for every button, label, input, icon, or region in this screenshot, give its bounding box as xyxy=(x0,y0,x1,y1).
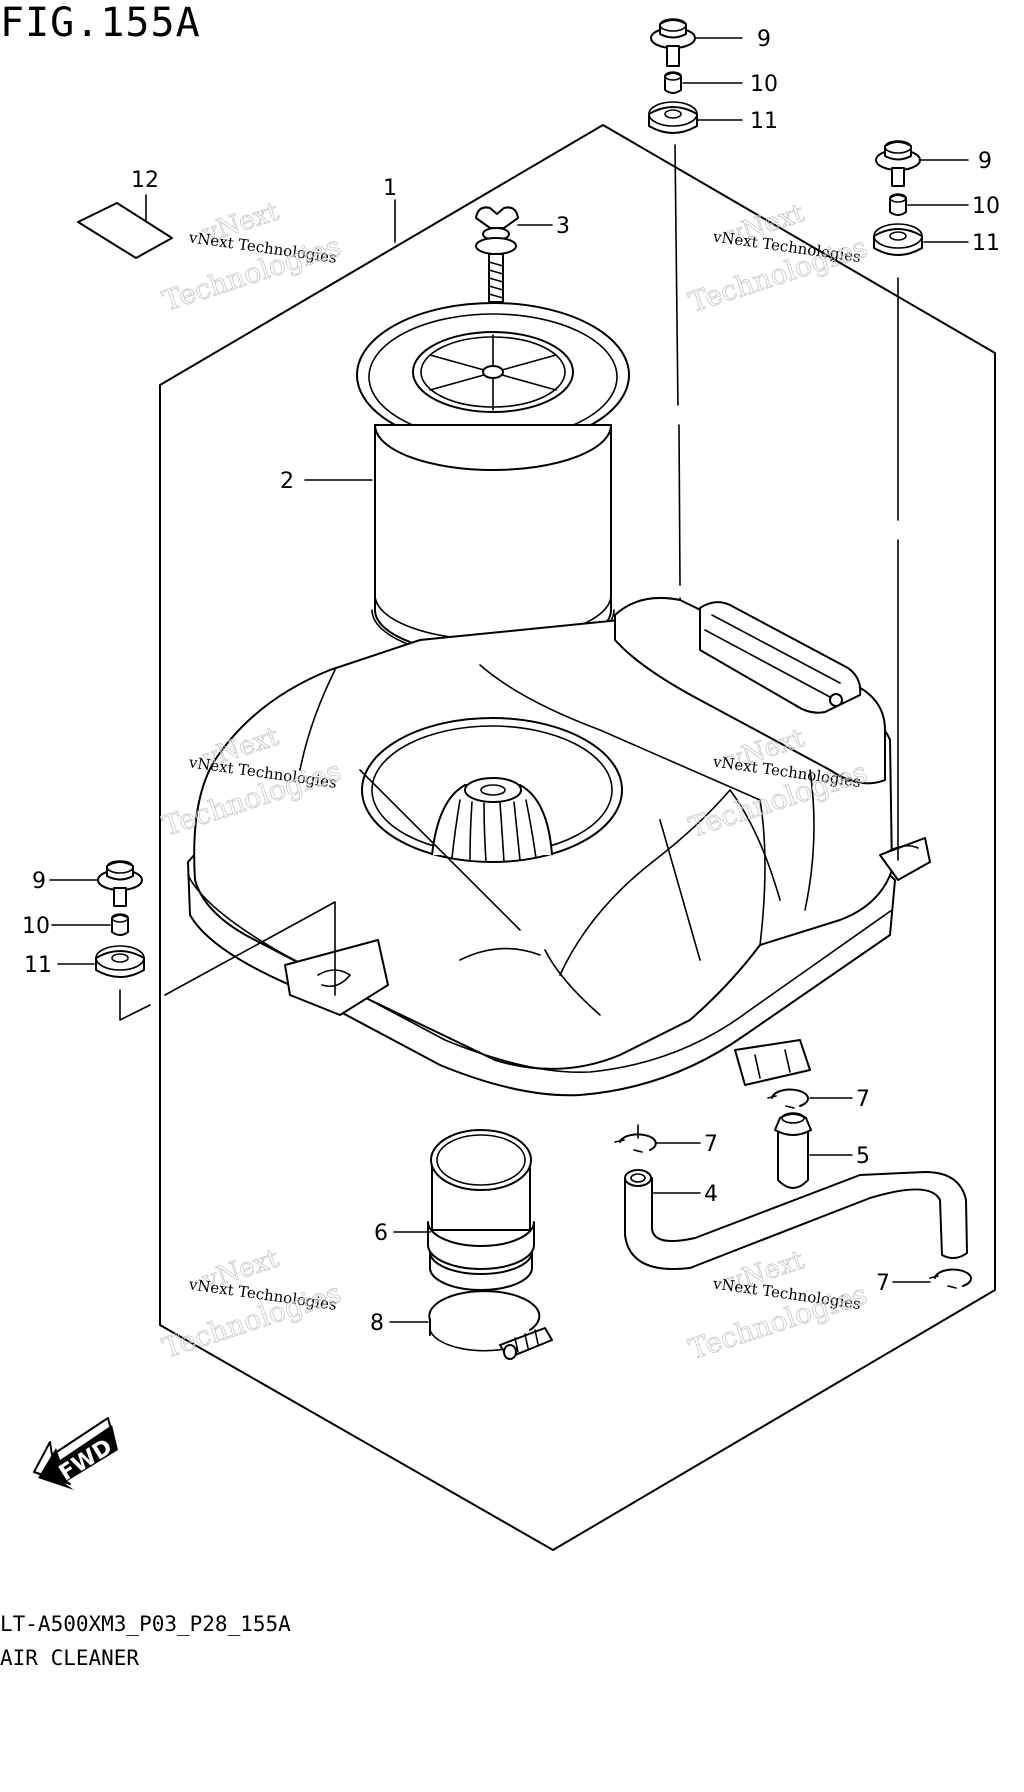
part-9-bolt-top-center xyxy=(650,18,743,67)
part-8-hose-clamp xyxy=(389,1290,553,1360)
callout-10-left: 10 xyxy=(22,914,50,939)
part-10-collar-top-center xyxy=(664,71,743,94)
callout-11-top-center: 11 xyxy=(750,109,778,134)
callout-9-left: 9 xyxy=(32,869,46,894)
part-7-clip-upper xyxy=(767,1088,853,1109)
part-6-intake-boot xyxy=(393,1129,535,1291)
callout-11-left: 11 xyxy=(24,953,52,978)
callout-3: 3 xyxy=(556,214,570,239)
callout-5: 5 xyxy=(856,1144,870,1169)
callout-7-lower: 7 xyxy=(876,1271,890,1296)
diagram-code: LT-A500XM3_P03_P28_155A xyxy=(0,1612,291,1636)
figure-title: FIG.155A xyxy=(0,0,201,46)
callout-9-right: 9 xyxy=(978,149,992,174)
callout-1: 1 xyxy=(383,176,397,201)
callout-7-middle: 7 xyxy=(704,1132,718,1157)
mount-line-top-center xyxy=(674,144,681,601)
part-3-wing-bolt xyxy=(475,206,553,371)
assembly-frame xyxy=(159,124,996,1551)
callout-10-right: 10 xyxy=(972,194,1000,219)
part-4-drain-hose xyxy=(624,1169,968,1270)
part-9-bolt-right xyxy=(875,140,969,187)
callout-2: 2 xyxy=(280,469,294,494)
part-7-clip-lower xyxy=(892,1268,972,1289)
callout-8: 8 xyxy=(370,1311,384,1336)
callout-4: 4 xyxy=(704,1182,718,1207)
part-11-cushion-left xyxy=(57,945,145,978)
watermark-bottom-left: vNext vNext Technologies Technologies xyxy=(158,1243,345,1365)
part-10-collar-left xyxy=(51,913,129,936)
part-7-clip-middle xyxy=(614,1124,701,1153)
callout-7-upper: 7 xyxy=(856,1087,870,1112)
watermark-bottom-right: vNext vNext Technologies Technologies xyxy=(684,1245,871,1367)
part-9-bolt-left xyxy=(49,860,143,907)
callout-9-top-center: 9 xyxy=(757,27,771,52)
watermark-top-left: vNext vNext Technologies Technologies xyxy=(158,196,345,318)
part-1-air-cleaner-case xyxy=(187,596,931,1097)
part-11-cushion-right xyxy=(873,223,969,256)
callout-6: 6 xyxy=(374,1221,388,1246)
part-10-collar-right xyxy=(889,193,969,216)
part-12-label-plate xyxy=(77,194,173,259)
mount-line-left xyxy=(119,901,336,1021)
fwd-direction-arrow: FWD xyxy=(33,1417,118,1490)
callout-11-right: 11 xyxy=(972,231,1000,256)
part-5-drain-plug xyxy=(774,1112,853,1189)
watermark-top-right: vNext vNext Technologies Technologies xyxy=(684,198,871,320)
callout-10-top-center: 10 xyxy=(750,72,778,97)
diagram-name: AIR CLEANER xyxy=(0,1646,140,1670)
part-11-cushion-top-center xyxy=(648,101,743,134)
callout-12: 12 xyxy=(131,168,159,193)
part-2-air-filter-element xyxy=(304,302,630,659)
